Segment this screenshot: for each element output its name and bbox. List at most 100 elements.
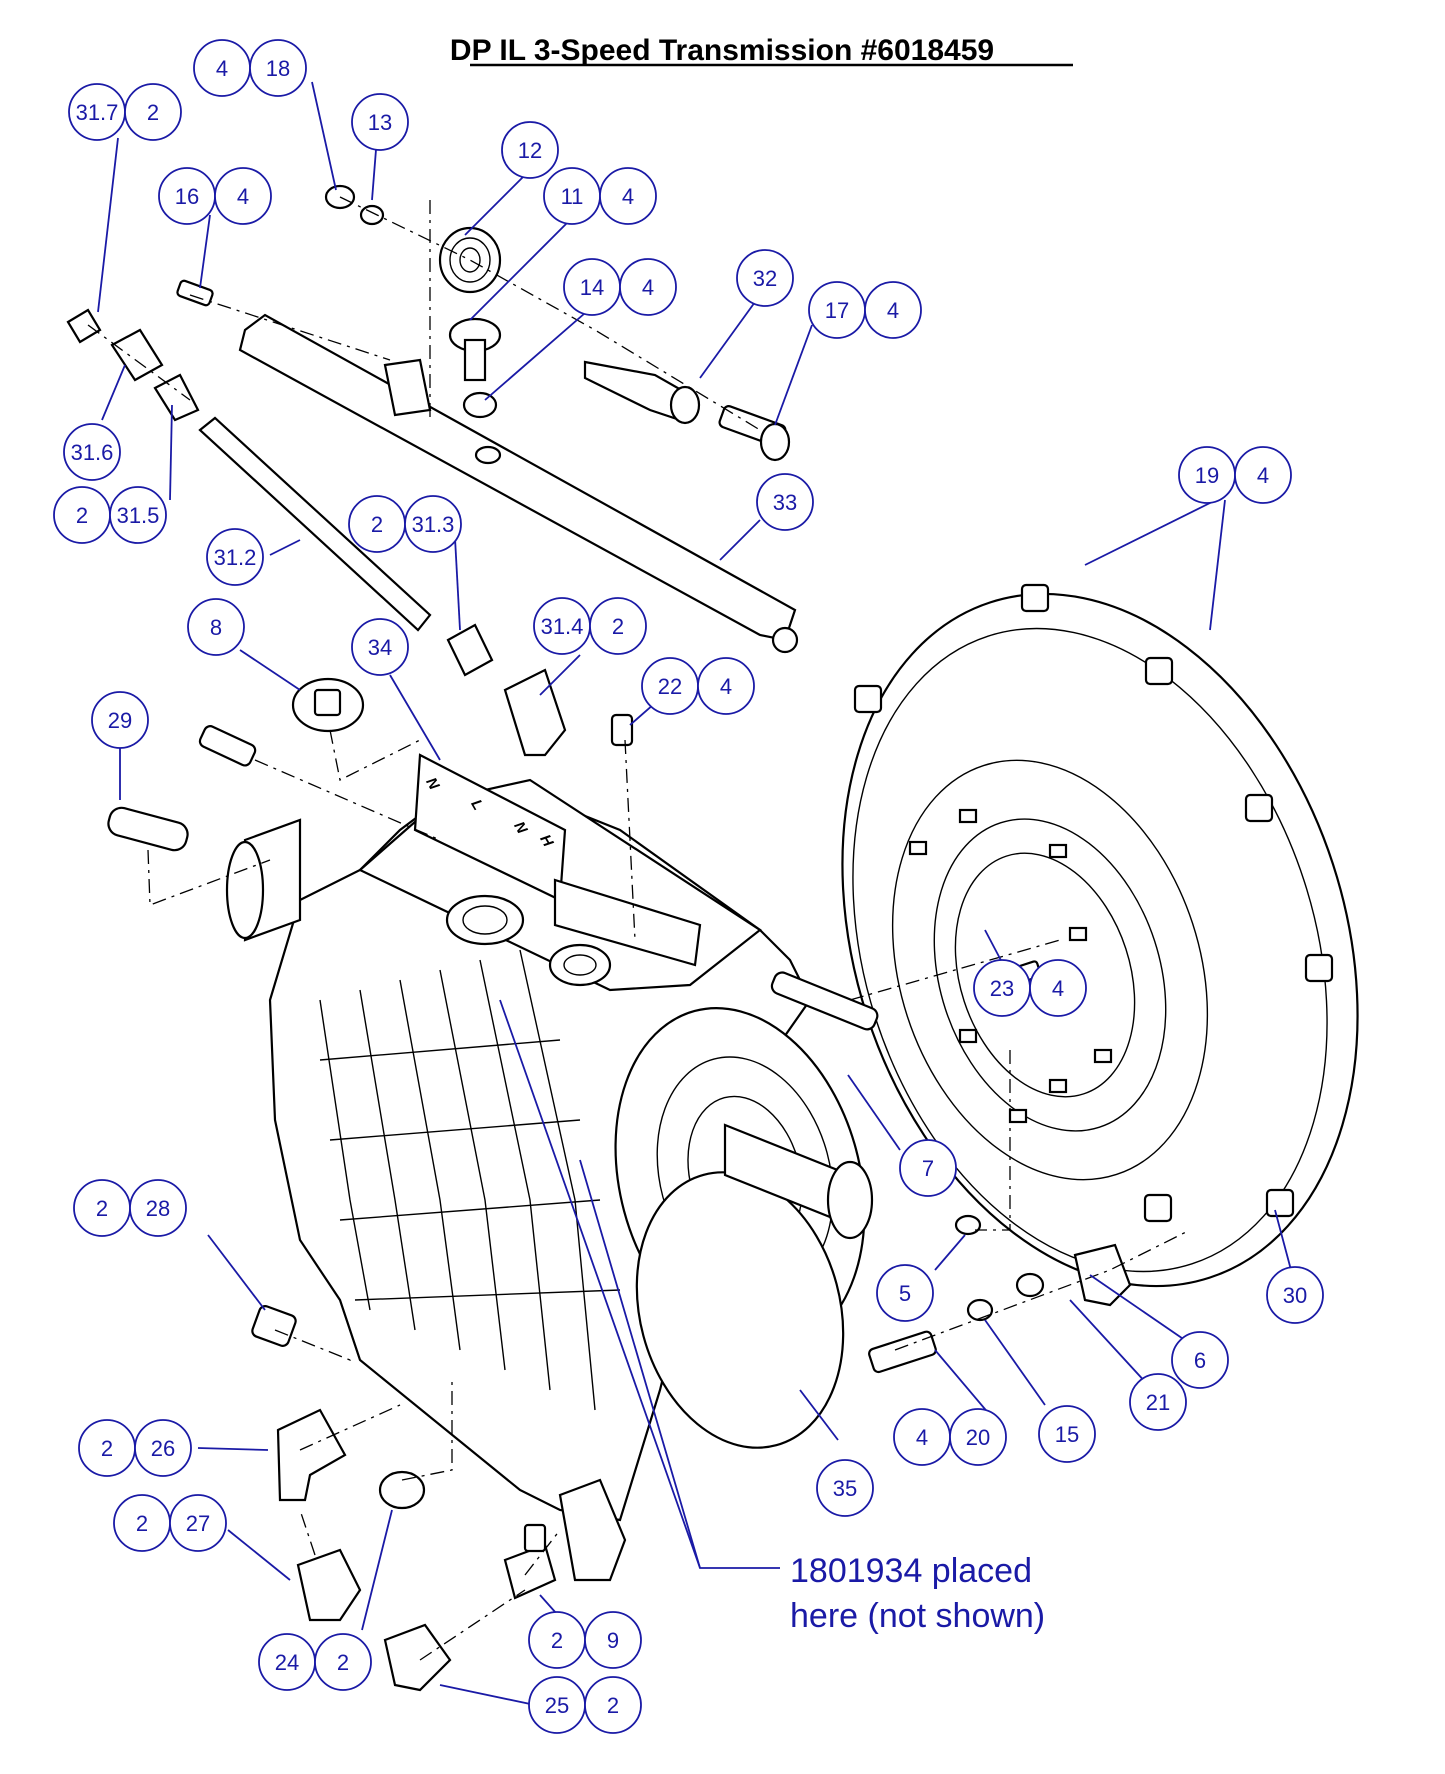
callout-part-number: 4 bbox=[216, 56, 228, 81]
lever-32 bbox=[583, 360, 701, 425]
callout-qty-number: 9 bbox=[607, 1628, 619, 1653]
spring-12 bbox=[438, 226, 502, 294]
assembly-lines bbox=[87, 196, 1191, 1661]
callout-part-number: 7 bbox=[922, 1156, 934, 1181]
callout-qty-number: 4 bbox=[1052, 976, 1064, 1001]
case-ribs bbox=[319, 949, 621, 1411]
elbow-27 bbox=[296, 1548, 362, 1622]
callout-part-circle bbox=[206, 528, 264, 586]
callout-qty-number: 2 bbox=[607, 1693, 619, 1718]
callout-qty-number: 28 bbox=[146, 1196, 170, 1221]
housing-bolts bbox=[853, 583, 1334, 1223]
callout-part-circle bbox=[351, 93, 409, 151]
callout-part-circle bbox=[91, 691, 149, 749]
callout-part-number: 33 bbox=[773, 490, 797, 515]
callout-30: 35 bbox=[816, 1459, 874, 1517]
callout-part-circle bbox=[63, 423, 121, 481]
bolt-16 bbox=[176, 279, 214, 307]
callout-qty-number: 2 bbox=[337, 1650, 349, 1675]
callout-qty-number: 4 bbox=[642, 275, 654, 300]
callout-qty-circle bbox=[134, 1419, 192, 1477]
callout-qty-number: 4 bbox=[1257, 463, 1269, 488]
leader-lines bbox=[97, 81, 1296, 1706]
callout-part-circle bbox=[756, 473, 814, 531]
key-29 bbox=[107, 806, 189, 852]
callout-part-circle bbox=[899, 1139, 957, 1197]
callout-part-circle bbox=[876, 1264, 934, 1322]
tube-fittings bbox=[66, 308, 567, 757]
bolt-17 bbox=[718, 405, 791, 462]
plug-28 bbox=[251, 1305, 297, 1347]
oil-tube-31-2 bbox=[198, 416, 432, 632]
callout-qty-number: 4 bbox=[887, 298, 899, 323]
callout-part-number: 2 bbox=[371, 512, 383, 537]
diagram-title: DP IL 3-Speed Transmission #6018459 bbox=[450, 34, 994, 67]
callout-part-circle bbox=[1129, 1373, 1187, 1431]
callout-part-number: 31.2 bbox=[214, 545, 257, 570]
callout-part-number: 2 bbox=[76, 503, 88, 528]
callout-part-number: 23 bbox=[990, 976, 1014, 1001]
callout-qty-circle bbox=[1029, 959, 1087, 1017]
callout-20: 29 bbox=[91, 691, 149, 749]
callout-part-number: 34 bbox=[368, 635, 392, 660]
callout-part-number: 31.6 bbox=[71, 440, 114, 465]
screw-22 bbox=[610, 713, 634, 747]
callout-27: 6 bbox=[1171, 1331, 1229, 1389]
callout-part-number: 5 bbox=[899, 1281, 911, 1306]
callout-part-number: 29 bbox=[108, 708, 132, 733]
callout-part-number: 2 bbox=[96, 1196, 108, 1221]
callout-8: 32 bbox=[736, 249, 794, 307]
callout-10: 31.6 bbox=[63, 423, 121, 481]
callout-part-circle bbox=[816, 1459, 874, 1517]
callout-part-number: 6 bbox=[1194, 1348, 1206, 1373]
callout-qty-number: 31.3 bbox=[412, 512, 455, 537]
callout-part-number: 16 bbox=[175, 184, 199, 209]
callout-qty-number: 31.5 bbox=[117, 503, 160, 528]
callout-qty-circle bbox=[249, 39, 307, 97]
callout-part-circle bbox=[736, 249, 794, 307]
callout-qty-circle bbox=[169, 1494, 227, 1552]
callout-qty-circle bbox=[129, 1179, 187, 1237]
elbow-right bbox=[558, 1478, 627, 1582]
callout-qty-number: 18 bbox=[266, 56, 290, 81]
callout-part-circle bbox=[351, 618, 409, 676]
callout-part-number: 2 bbox=[101, 1436, 113, 1461]
shift-rail-33 bbox=[238, 313, 799, 654]
callout-qty-circle bbox=[584, 1611, 642, 1669]
callout-qty-circle bbox=[314, 1633, 372, 1691]
callout-29: 15 bbox=[1038, 1405, 1096, 1463]
callout-qty-circle bbox=[404, 495, 462, 553]
callout-part-number: 31.4 bbox=[541, 614, 584, 639]
nut-14 bbox=[462, 391, 502, 465]
callout-qty-circle bbox=[589, 597, 647, 655]
callout-part-number: 21 bbox=[1146, 1390, 1170, 1415]
callout-part-number: 2 bbox=[136, 1511, 148, 1536]
callout-part-circle bbox=[1038, 1405, 1096, 1463]
callout-qty-circle bbox=[584, 1676, 642, 1734]
callout-part-number: 31.7 bbox=[76, 100, 119, 125]
callout-part-number: 13 bbox=[368, 110, 392, 135]
nut-18 bbox=[324, 184, 385, 226]
callout-28: 4 20 bbox=[893, 1408, 1007, 1466]
callout-qty-number: 20 bbox=[966, 1425, 990, 1450]
callout-part-number: 4 bbox=[916, 1425, 928, 1450]
note-line-1: 1801934 placed bbox=[790, 1552, 1032, 1590]
plug-9 bbox=[378, 1470, 426, 1510]
callout-part-number: 32 bbox=[753, 266, 777, 291]
callout-26: 21 bbox=[1129, 1373, 1187, 1431]
callout-part-number: 25 bbox=[545, 1693, 569, 1718]
callout-13: 33 bbox=[756, 473, 814, 531]
callout-part-number: 22 bbox=[658, 674, 682, 699]
